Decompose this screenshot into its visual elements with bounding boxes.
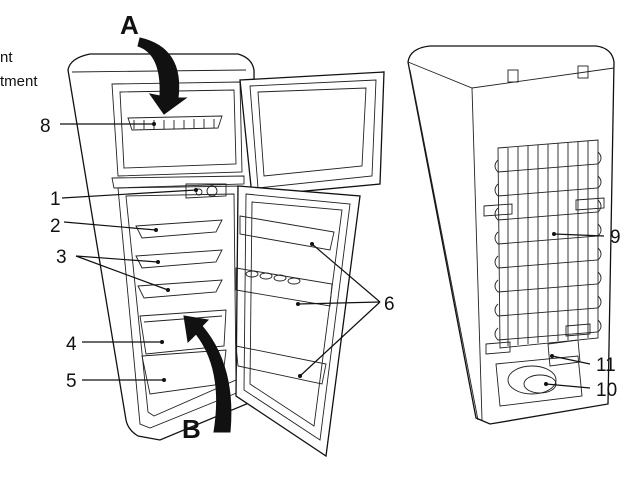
cropped-caption-line-2: tment bbox=[0, 73, 38, 90]
front-fridge bbox=[67, 53, 385, 458]
compressor bbox=[495, 339, 583, 407]
arrow-a-label: A bbox=[120, 10, 139, 40]
cropped-caption-line-1: nt bbox=[0, 49, 13, 66]
freezer-door bbox=[239, 71, 385, 197]
callout-6: 6 bbox=[384, 294, 395, 315]
rear-fridge bbox=[407, 45, 615, 425]
arrow-b: B bbox=[182, 315, 232, 444]
arrow-a: A bbox=[120, 10, 188, 115]
callout-11: 11 bbox=[596, 355, 616, 376]
condenser-coil bbox=[483, 139, 605, 355]
callout-3: 3 bbox=[56, 247, 67, 268]
callout-5: 5 bbox=[66, 371, 77, 392]
callout-10: 10 bbox=[596, 380, 617, 401]
thermostat-knob bbox=[185, 183, 227, 199]
callout-leaders bbox=[60, 122, 605, 389]
callout-2: 2 bbox=[50, 216, 61, 237]
glass-shelves bbox=[135, 219, 223, 299]
fridge-door bbox=[235, 185, 361, 458]
callout-4: 4 bbox=[66, 334, 77, 355]
callout-9: 9 bbox=[610, 227, 621, 248]
callout-8: 8 bbox=[40, 116, 51, 137]
arrow-b-label: B bbox=[182, 414, 201, 444]
callout-1: 1 bbox=[50, 189, 61, 210]
